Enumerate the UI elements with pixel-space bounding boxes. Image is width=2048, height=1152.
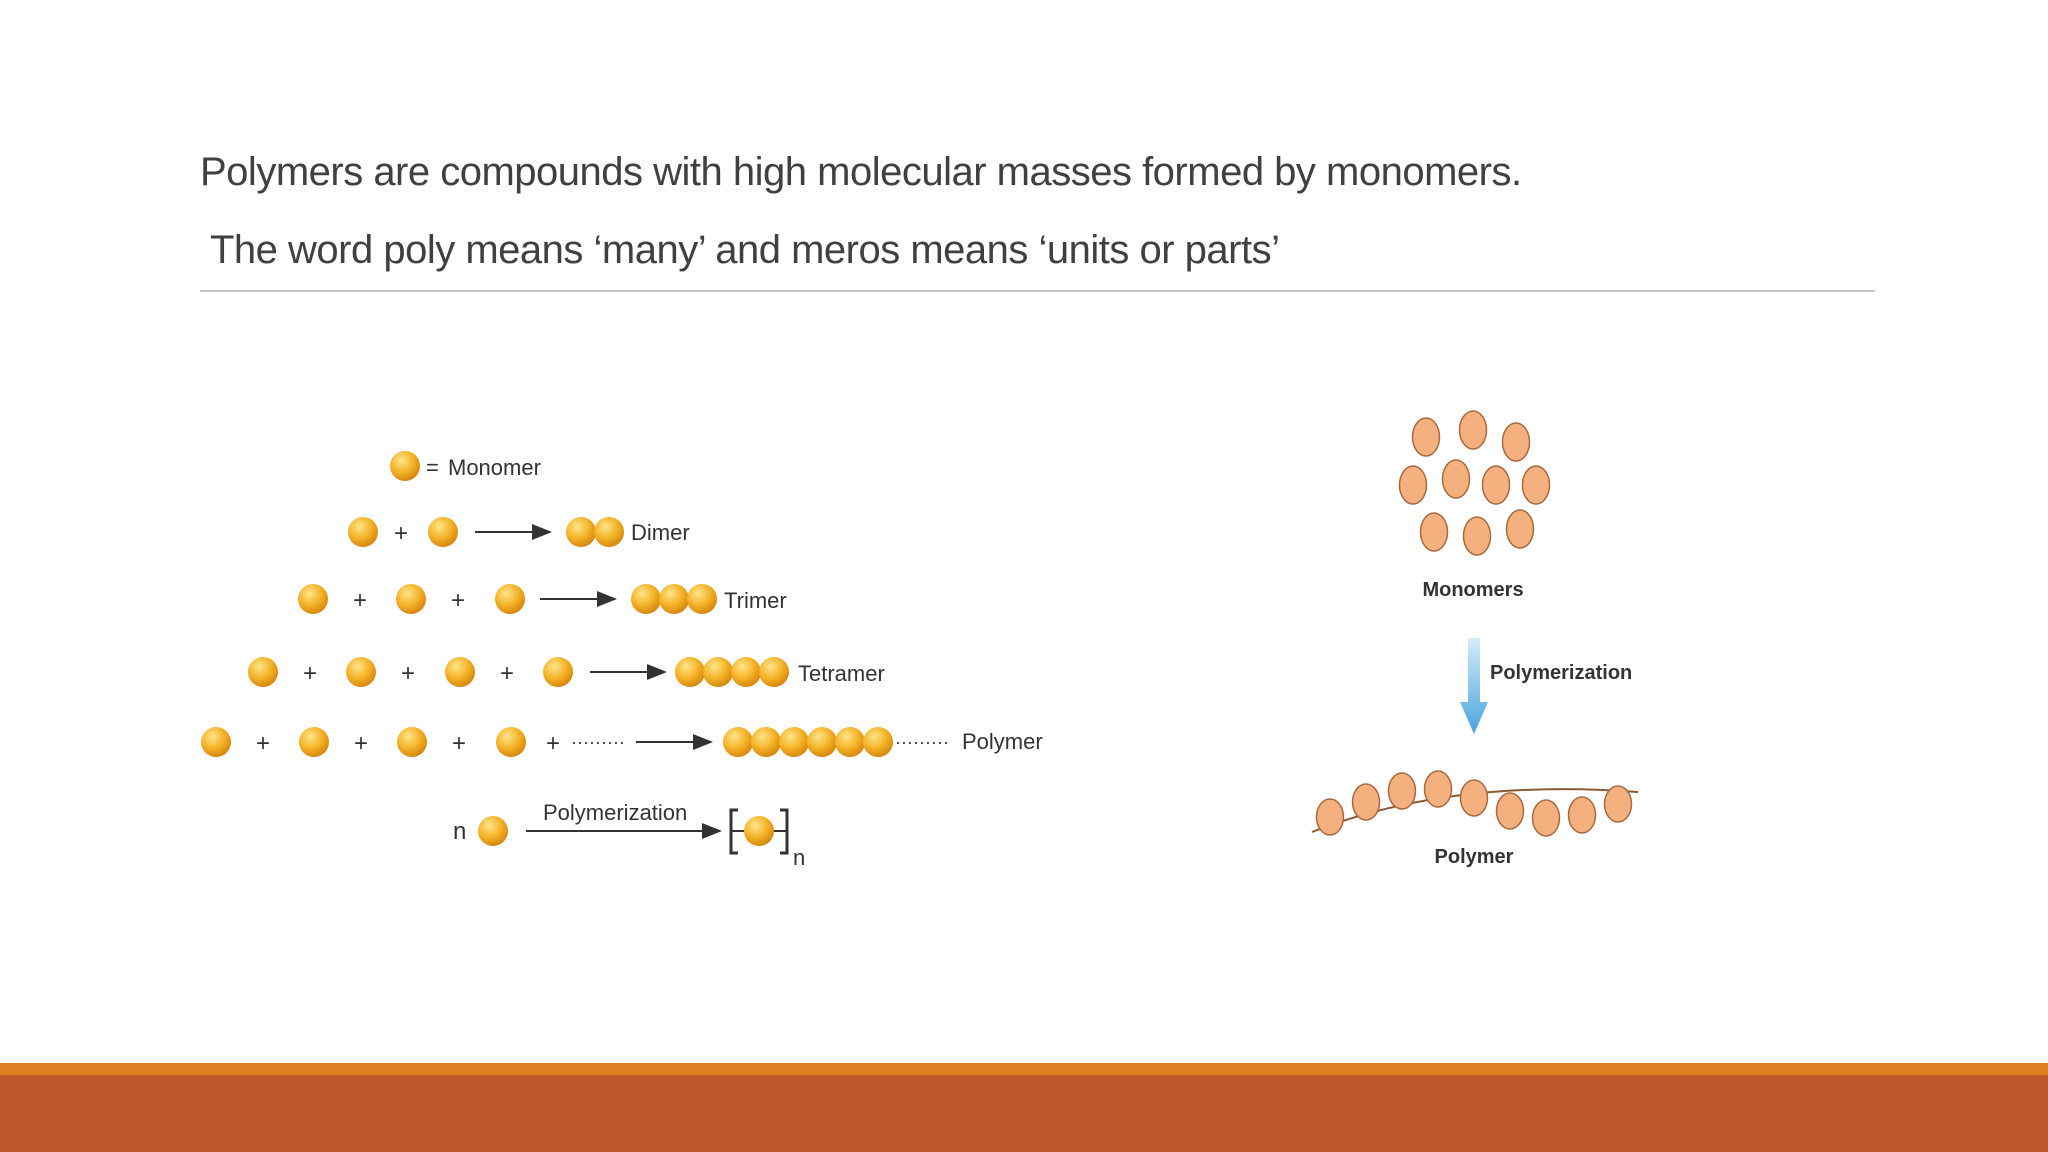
monomer-sphere [298,584,328,614]
polymer-label: Polymer [1435,846,1514,868]
monomer-sphere [863,727,893,757]
plus-sign: + [500,660,514,687]
legend-equals: = [426,455,439,480]
monomer-sphere [445,657,475,687]
monomer-sphere [759,657,789,687]
polymer-bead [1459,779,1489,817]
row-trimer: + + Trimer [298,584,787,614]
polymer-bead [1351,783,1381,821]
down-arrow-icon [1460,638,1488,734]
legend-monomer-label: Monomer [448,455,541,480]
footer-bar [0,1075,2048,1152]
monomer-cluster [1398,410,1551,556]
tetramer-label: Tetramer [798,661,885,686]
continuation-dots: ········· [571,732,625,752]
trimer-label: Trimer [724,588,787,613]
monomer-sphere [248,657,278,687]
monomer-sphere [201,727,231,757]
polymer-bead [1495,792,1525,830]
monomer-sphere [348,517,378,547]
monomer-bead [1481,465,1511,505]
monomer-bead [1521,465,1551,505]
monomer-bead [1441,459,1471,499]
polymer-bead [1423,770,1453,808]
plus-sign: + [394,520,408,547]
monomer-sphere [594,517,624,547]
polymer-bead [1567,796,1597,834]
row-tetramer: + + + Tetramer [248,657,885,687]
polymer-bead [1531,799,1561,837]
monomer-sphere [835,727,865,757]
row-dimer: + Dimer [348,517,690,547]
polymer-label: Polymer [962,729,1043,754]
monomer-bead [1501,422,1531,462]
monomer-sphere [631,584,661,614]
repeat-unit-sphere [744,816,774,846]
continuation-dots: ········· [895,732,949,752]
plus-sign: + [401,660,415,687]
monomer-sphere [659,584,689,614]
plus-sign: + [452,730,466,757]
monomer-sphere [543,657,573,687]
plus-sign: + [303,660,317,687]
monomer-sphere [723,727,753,757]
polymer-bead [1315,798,1345,836]
n-subscript: n [793,845,805,870]
monomer-sphere [428,517,458,547]
n-coefficient: n [453,818,466,845]
plus-sign: + [354,730,368,757]
monomer-sphere [346,657,376,687]
monomer-combination-diagram: = Monomer + Dimer + + Trimer [201,451,1043,870]
title-divider [200,290,1875,292]
monomer-sphere [397,727,427,757]
monomer-bead [1458,410,1488,450]
polymerization-diagram: Monomers Polymerization Polymer [1311,410,1639,868]
monomer-bead [1419,512,1449,552]
legend: = Monomer [390,451,541,481]
monomer-sphere [779,727,809,757]
monomer-sphere [390,451,420,481]
monomer-sphere [731,657,761,687]
footer-accent-stripe [0,1063,2048,1075]
polymer-bead [1387,772,1417,810]
monomers-label: Monomers [1422,579,1523,601]
right-bracket [780,808,789,855]
monomer-sphere [495,584,525,614]
heading-line-1: Polymers are compounds with high molecul… [200,150,1522,194]
monomer-sphere [675,657,705,687]
plus-sign: + [256,730,270,757]
monomer-sphere [396,584,426,614]
monomer-bead [1411,417,1441,457]
row-polymer: + + + + ········· ········· Polymer [201,727,1043,757]
polymer-chain [1311,770,1639,837]
monomer-sphere [299,727,329,757]
monomer-bead [1505,509,1535,549]
monomer-sphere [478,816,508,846]
monomer-sphere [703,657,733,687]
monomer-sphere [496,727,526,757]
polymer-bead [1603,785,1633,823]
polymerization-label: Polymerization [543,800,687,825]
dimer-label: Dimer [631,520,690,545]
heading-line-2: The word poly means ‘many’ and meros mea… [210,228,1280,272]
polymerization-label: Polymerization [1490,662,1632,684]
plus-sign: + [546,730,560,757]
monomer-sphere [566,517,596,547]
monomer-sphere [807,727,837,757]
general-equation: n Polymerization n [453,800,805,870]
monomer-sphere [687,584,717,614]
monomer-sphere [751,727,781,757]
monomer-bead [1462,516,1492,556]
plus-sign: + [353,587,367,614]
monomer-bead [1398,465,1428,505]
plus-sign: + [451,587,465,614]
